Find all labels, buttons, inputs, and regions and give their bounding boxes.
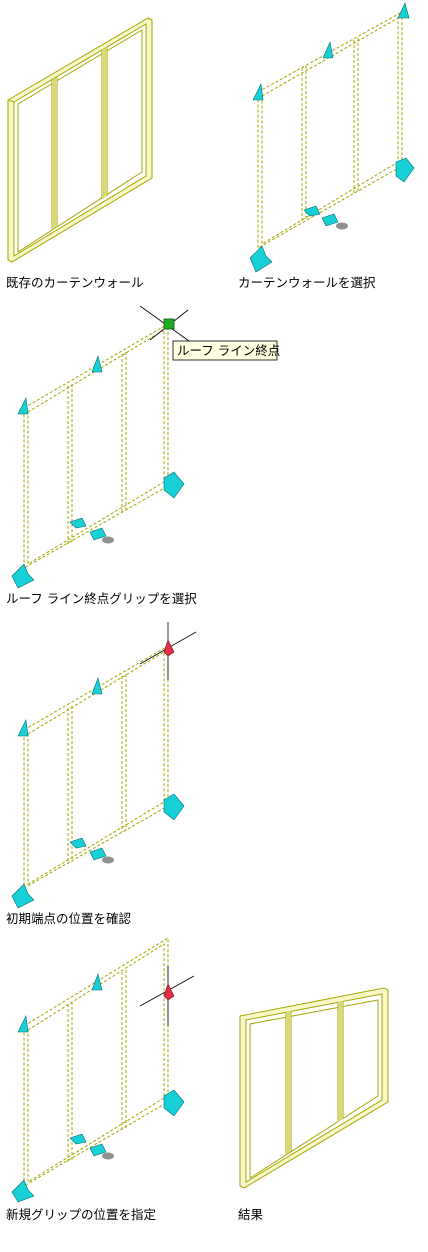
grip-arrow-icon[interactable]: [91, 354, 103, 373]
grip-arrow-icon[interactable]: [249, 245, 273, 273]
grip-arrow-icon[interactable]: [69, 517, 87, 529]
grip-arrow-icon[interactable]: [395, 157, 415, 183]
grip-arrow-icon[interactable]: [322, 40, 334, 59]
result-curtain-wall: [239, 987, 389, 1189]
grip-arrow-icon[interactable]: [17, 718, 29, 737]
grip-arrow-icon[interactable]: [252, 82, 264, 101]
caption-result: 結果: [238, 1207, 264, 1222]
grip-arrow-icon[interactable]: [303, 205, 321, 217]
specify-wall: [23, 937, 195, 1187]
caption-select: カーテンウォールを選択: [238, 275, 376, 290]
tooltip-label: ルーフ ライン終点: [177, 343, 280, 358]
grip-arrow-icon[interactable]: [91, 676, 103, 695]
caption-confirm: 初期端点の位置を確認: [6, 911, 132, 926]
grip-square-icon[interactable]: [89, 527, 107, 541]
grip-square-icon[interactable]: [321, 213, 339, 227]
active-grip-icon[interactable]: [163, 639, 175, 657]
grip-arrow-icon[interactable]: [91, 972, 103, 991]
tooltip: ルーフ ライン終点: [172, 340, 280, 361]
grip-ellipse-icon[interactable]: [102, 1152, 114, 1160]
existing-curtain-wall: [7, 17, 153, 263]
grip-arrow-icon[interactable]: [163, 471, 185, 499]
grip-select-grips: [11, 318, 185, 589]
grip-arrow-icon[interactable]: [11, 883, 35, 909]
grip-arrow-icon[interactable]: [163, 793, 185, 821]
grip-arrow-icon[interactable]: [17, 396, 29, 415]
caption-specify: 新規グリップの位置を指定: [6, 1207, 156, 1222]
grip-ellipse-icon[interactable]: [102, 856, 114, 864]
grip-arrow-icon[interactable]: [11, 563, 35, 589]
grip-ellipse-icon[interactable]: [336, 222, 348, 230]
grip-arrow-icon[interactable]: [69, 1133, 87, 1145]
caption-select-grip: ルーフ ライン終点グリップを選択: [6, 591, 197, 606]
caption-existing: 既存のカーテンウォール: [6, 275, 144, 290]
grip-ellipse-icon[interactable]: [102, 536, 114, 544]
grip-arrow-icon[interactable]: [11, 1179, 35, 1203]
grip-arrow-icon[interactable]: [17, 1014, 29, 1033]
grip-square-icon[interactable]: [89, 1143, 107, 1157]
confirm-grips: [11, 639, 185, 909]
grip-arrow-icon[interactable]: [69, 837, 87, 849]
grip-arrow-icon[interactable]: [163, 1089, 185, 1117]
selected-wall-grips: [249, 2, 415, 273]
confirm-wall: [23, 622, 197, 889]
roof-line-end-grip[interactable]: [163, 318, 175, 330]
active-grip-icon[interactable]: [163, 983, 175, 1001]
grip-arrow-icon[interactable]: [397, 2, 410, 19]
grip-square-icon[interactable]: [89, 847, 107, 861]
specify-grips: [11, 972, 185, 1203]
grip-select-wall: [23, 305, 197, 569]
